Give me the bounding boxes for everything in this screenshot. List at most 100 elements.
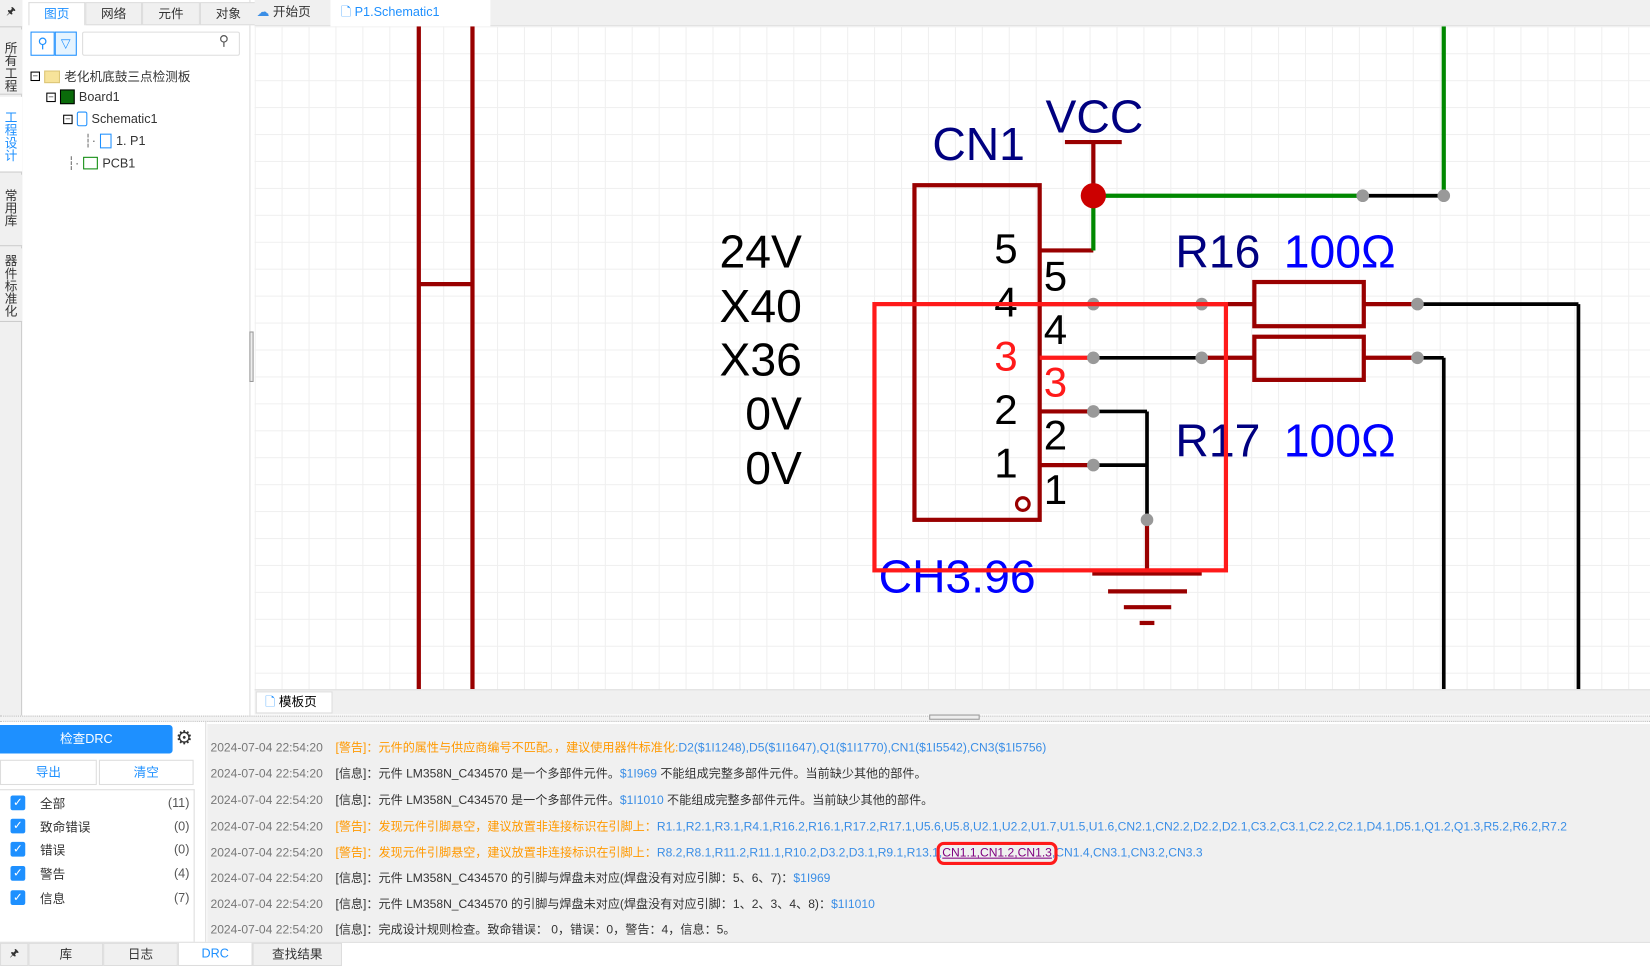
tree-label: Schematic1 — [91, 111, 158, 127]
panel-splitter[interactable] — [249, 331, 254, 382]
collapse-icon[interactable]: − — [30, 70, 40, 82]
filter-warning[interactable]: ✓警告(4) — [10, 863, 190, 884]
net-label: 0V — [745, 442, 802, 494]
log-entry[interactable]: 2024-07-04 22:54:20[信息]：完成设计规则检查。致命错误： 0… — [210, 921, 735, 938]
sheet-tab-template[interactable]: 🗋 模板页 — [255, 691, 333, 714]
filter-count: (7) — [173, 890, 190, 905]
pin-number-outer: 4 — [1044, 306, 1067, 353]
search-icon[interactable]: ⚲ — [218, 32, 229, 49]
checkbox[interactable]: ✓ — [10, 795, 26, 811]
connection-dot — [1437, 189, 1451, 203]
tree-item-page[interactable]: ┆· 1. P1 — [84, 133, 146, 149]
tree-item-schematic[interactable]: − Schematic1 — [63, 111, 158, 127]
r16-body — [1252, 279, 1366, 329]
tree-item-board[interactable]: −Board1 — [46, 89, 120, 105]
rail-tab-standardize[interactable]: 器件标准化 — [0, 248, 23, 323]
splitter-handle[interactable] — [929, 714, 980, 720]
filter-label: 错误 — [39, 842, 66, 858]
resistor-value: 100Ω — [1284, 225, 1396, 277]
highlight-box — [872, 302, 1229, 573]
pin-number-outer: 1 — [1044, 466, 1067, 513]
bottom-tab-library[interactable]: 库 — [28, 942, 104, 967]
tree-item-project[interactable]: − 老化机底鼓三点检测板 — [30, 67, 191, 85]
filter-fatal[interactable]: ✓致命错误(0) — [10, 816, 190, 837]
log-link-highlighted[interactable]: CN1.1,CN1.2,CN1.3 — [937, 841, 1058, 865]
log-entry[interactable]: 2024-07-04 22:54:20[信息]：元件 LM358N_C43457… — [210, 765, 926, 782]
net-label: X36 — [719, 334, 801, 386]
log-link[interactable]: ,CN1.4,CN3.1,CN3.2,CN3.3 — [1051, 847, 1203, 860]
horizontal-splitter[interactable] — [0, 715, 1650, 722]
doc-tab-schematic[interactable]: 🗋 P1.Schematic1 — [330, 0, 491, 28]
pin-number-inner: 1 — [994, 440, 1017, 487]
checkbox[interactable]: ✓ — [10, 841, 26, 857]
log-tag: [信息] — [335, 923, 367, 937]
tab-objects[interactable]: 对象 — [199, 2, 257, 26]
checkbox[interactable]: ✓ — [10, 818, 26, 834]
log-entry[interactable]: 2024-07-04 22:54:20[警告]：发现元件引脚悬空，建议放置非连接… — [210, 841, 1203, 865]
timestamp: 2024-07-04 22:54:20 — [210, 847, 323, 860]
tree-line: ┆· — [84, 133, 97, 149]
bottom-tab-drc[interactable]: DRC — [177, 942, 253, 967]
collapse-icon[interactable]: − — [46, 91, 56, 102]
log-entry[interactable]: 2024-07-04 22:54:20[信息]：元件 LM358N_C43457… — [210, 791, 933, 808]
footprint-label: CH3.96 — [879, 550, 1036, 602]
tree-label: 1. P1 — [115, 133, 146, 149]
tab-nets[interactable]: 网络 — [85, 2, 143, 26]
log-entry[interactable]: 2024-07-04 22:54:20[警告]：元件的属性与供应商编号不匹配。，… — [210, 739, 1046, 756]
filter-info[interactable]: ✓信息(7) — [10, 887, 190, 908]
collapse-icon[interactable]: − — [63, 113, 73, 124]
log-link[interactable]: R8.2,R8.1,R11.2,R11.1,R10.2,D3.2,D3.1,R9… — [656, 847, 943, 860]
schematic-icon — [76, 111, 88, 127]
log-message: ：元件 LM358N_C434570 的引脚与焊盘未对应(焊盘没有对应引脚：5、… — [366, 872, 794, 885]
log-entry[interactable]: 2024-07-04 22:54:20[信息]：元件 LM358N_C43457… — [210, 869, 830, 886]
log-link[interactable]: $1I969 — [619, 768, 657, 781]
checkbox[interactable]: ✓ — [10, 890, 26, 905]
bottom-tab-search-results[interactable]: 查找结果 — [252, 942, 342, 967]
pin-icon[interactable]: 🖈 — [0, 942, 29, 967]
filter-icon[interactable]: ▽ — [54, 31, 77, 56]
resistor-ref: R16 — [1175, 225, 1260, 277]
log-message: 不能组成完整多部件元件。当前缺少其他的部件。 — [656, 768, 927, 781]
pin-number-inner: 3 — [994, 332, 1017, 379]
doc-tab-start[interactable]: ☁ 开始页 — [257, 0, 331, 26]
drc-panel — [0, 721, 207, 943]
rail-tab-all-projects[interactable]: 所有工程 — [0, 29, 23, 95]
filter-error[interactable]: ✓ 错误 (0) — [10, 839, 190, 860]
log-link[interactable]: $1I1010 — [619, 794, 664, 808]
cn1-body — [912, 183, 1042, 522]
drc-log[interactable] — [207, 723, 1650, 943]
log-entry[interactable]: 2024-07-04 22:54:20[信息]：元件 LM358N_C43457… — [210, 896, 874, 913]
tab-components[interactable]: 元件 — [142, 2, 200, 26]
bottom-tab-log[interactable]: 日志 — [103, 942, 178, 967]
filter-all[interactable]: ✓全部(11) — [10, 792, 190, 813]
schematic-canvas[interactable]: VCC CN1 5 4 3 2 1 5 4 3 2 1 24V X40 X36 … — [254, 26, 1650, 690]
pin-number-inner: 2 — [994, 386, 1017, 433]
tab-pages[interactable]: 图页 — [28, 2, 86, 26]
tree-item-pcb[interactable]: ┆·PCB1 — [67, 156, 135, 171]
check-drc-button[interactable]: 检查DRC — [0, 725, 173, 754]
filter-count: (11) — [167, 795, 190, 811]
tab-label: 开始页 — [272, 4, 311, 19]
checkbox[interactable]: ✓ — [10, 866, 26, 881]
search-input[interactable] — [82, 31, 240, 56]
connection-dot — [1087, 405, 1100, 418]
log-message: 不能组成完整多部件元件。当前缺少其他的部件。 — [663, 794, 934, 808]
rail-tab-project-design[interactable]: 工程设计 — [0, 96, 23, 173]
log-message: ：元件的属性与供应商编号不匹配。，建议使用器件标准化: — [366, 741, 679, 755]
gear-icon[interactable]: ⚙ — [175, 727, 193, 749]
tree-label: 老化机底鼓三点检测板 — [64, 69, 191, 85]
schematic-drawing: VCC CN1 5 4 3 2 1 5 4 3 2 1 24V X40 X36 … — [416, 26, 1581, 690]
search-mode-button[interactable]: ⚲ — [30, 31, 55, 56]
clear-button[interactable]: 清空 — [98, 759, 194, 786]
log-entry[interactable]: 2024-07-04 22:54:20[警告]：发现元件引脚悬空，建议放置非连接… — [210, 818, 1566, 835]
pin-icon[interactable]: 🖈 — [0, 0, 23, 28]
log-link[interactable]: $1I969 — [793, 872, 831, 885]
log-link[interactable]: D2($1I1248),D5($1I1647),Q1($1I1770),CN1(… — [678, 741, 1047, 755]
rail-tab-common-library[interactable]: 常用库 — [0, 174, 23, 247]
filter-count: (0) — [173, 841, 190, 857]
export-button[interactable]: 导出 — [0, 759, 97, 786]
log-link[interactable]: $1I1010 — [831, 898, 875, 912]
resistor-value: 100Ω — [1284, 415, 1396, 467]
log-link[interactable]: R1.1,R2.1,R3.1,R4.1,R16.2,R16.1,R17.2,R1… — [656, 820, 1567, 834]
log-tag: [信息] — [335, 872, 367, 885]
